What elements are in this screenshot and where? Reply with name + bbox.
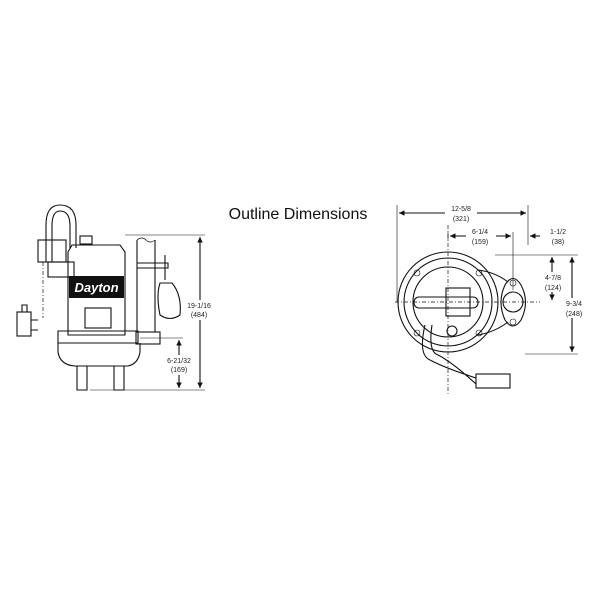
overall-depth-mm: (248)	[566, 311, 582, 318]
drawing-title: Outline Dimensions	[229, 206, 368, 223]
pump-side-view: Dayton 19-1/16 (484) 6-21/32 (169)	[16, 204, 214, 391]
brand-plate	[69, 276, 124, 298]
overall-height-mm: (484)	[191, 312, 207, 319]
discharge-depth-mm: (124)	[545, 285, 561, 292]
pump-top-view: 12-5/8 (321) 6-1/4 (159) 1-1/2 (38) 4-7/…	[395, 204, 587, 395]
discharge-height-in: 6-21/32	[167, 358, 191, 365]
discharge-offset-mm: (159)	[472, 239, 488, 246]
overall-height-in: 19-1/16	[187, 303, 211, 310]
discharge-offset-in: 6-1/4	[472, 229, 488, 236]
discharge-height-mm: (169)	[171, 367, 187, 374]
overall-depth-in: 9-3/4	[566, 301, 582, 308]
discharge-depth-in: 4-7/8	[545, 275, 561, 282]
overall-width-mm: (321)	[453, 216, 469, 223]
overall-width-in: 12-5/8	[451, 206, 471, 213]
discharge-size-in: 1-1/2	[550, 229, 566, 236]
brand-label: Dayton	[74, 280, 118, 295]
discharge-size-mm: (38)	[552, 239, 564, 246]
